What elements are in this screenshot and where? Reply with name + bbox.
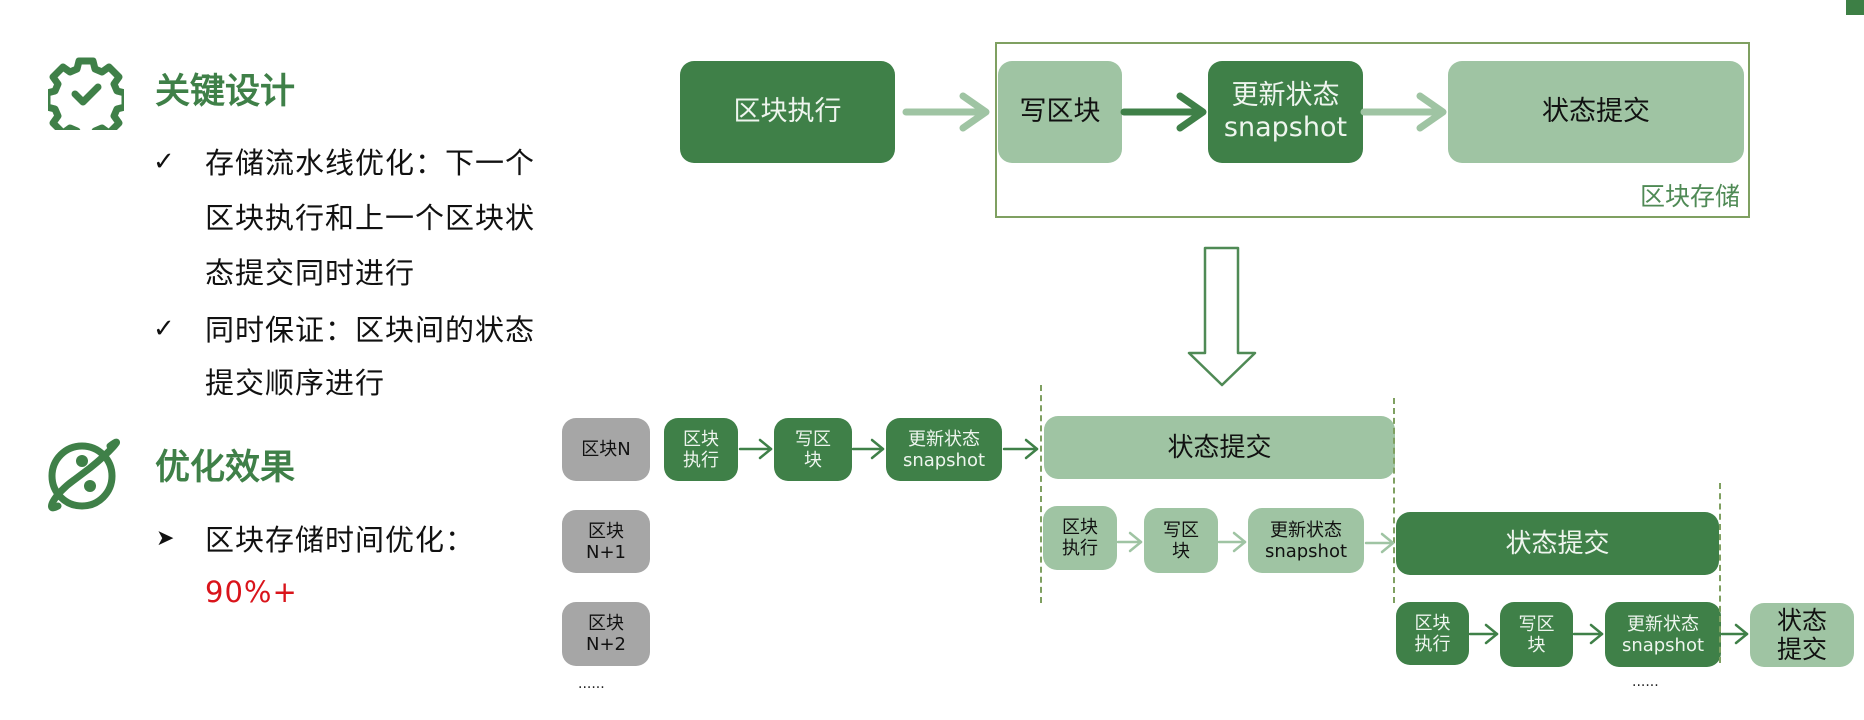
planet-icon	[44, 434, 124, 516]
box-label: 写区块	[1019, 96, 1101, 127]
section-title-optimization-result: 优化效果	[155, 448, 296, 488]
down-arrow-icon	[1187, 246, 1257, 387]
row-n2-write: 写区 块	[1500, 602, 1573, 667]
box-label: 更新状态	[1231, 80, 1340, 111]
box-label: 执行	[1414, 633, 1451, 655]
box-label: snapshot	[1223, 112, 1348, 143]
row-n-commit: 状态提交	[1044, 416, 1395, 479]
corner-accent	[1846, 0, 1864, 15]
bullet-text-line: 提交顺序进行	[205, 366, 386, 400]
block-n1-label: 区块 N+1	[562, 510, 650, 573]
bullet-text-line: 同时保证：区块间的状态	[205, 313, 536, 347]
box-label: 更新状态	[1270, 519, 1342, 541]
box-label: 块	[804, 449, 822, 471]
top-commit-box: 状态提交	[1448, 61, 1744, 163]
box-label: 区块执行	[733, 96, 842, 127]
checkmark-icon: ✓	[153, 314, 175, 344]
box-label: 执行	[683, 449, 719, 471]
row-n2-commit: 状态 提交	[1750, 603, 1854, 667]
row-n-write: 写区 块	[774, 418, 852, 481]
arrow-icon	[1116, 531, 1143, 553]
box-label: 块	[1527, 634, 1546, 656]
ellipsis: ......	[1632, 674, 1659, 690]
box-label: N+1	[586, 541, 626, 563]
arrowhead-icon: ➤	[156, 526, 175, 551]
top-write-box: 写区块	[998, 61, 1122, 163]
top-execute-box: 区块执行	[680, 61, 895, 163]
bullet-text-line: 区块存储时间优化：	[205, 523, 476, 557]
bullet-text-line: 存储流水线优化：下一个	[205, 146, 536, 180]
row-n1-commit: 状态提交	[1396, 512, 1719, 575]
box-label: 区块	[1062, 517, 1098, 538]
box-label: 更新状态	[908, 428, 980, 450]
row-n1-snapshot: 更新状态 snapshot	[1248, 508, 1364, 573]
box-label: 写区	[1518, 613, 1555, 635]
highlight-value: 90%+	[205, 575, 298, 609]
block-storage-label: 区块存储	[1640, 182, 1741, 211]
box-label: 区块	[588, 613, 624, 634]
box-label: 区块	[1414, 612, 1451, 634]
row-n-execute: 区块 执行	[664, 418, 738, 481]
box-label: 区块N	[581, 439, 631, 460]
box-label: 状态提交	[1505, 528, 1610, 559]
box-label: N+2	[586, 634, 626, 655]
box-label: 状态提交	[1167, 432, 1272, 463]
stage-divider	[1393, 398, 1395, 603]
arrow-icon	[1217, 531, 1247, 553]
box-label: 提交	[1776, 635, 1827, 664]
row-n-snapshot: 更新状态 snapshot	[886, 418, 1002, 481]
box-label: snapshot	[1621, 634, 1705, 656]
box-label: 更新状态	[1627, 613, 1699, 635]
box-label: 状态提交	[1542, 96, 1650, 127]
row-n2-execute: 区块 执行	[1396, 602, 1469, 665]
box-label: 块	[1172, 540, 1190, 562]
box-label: 区块	[588, 520, 624, 542]
arrow-icon	[1360, 92, 1447, 132]
arrow-icon	[1364, 532, 1395, 554]
row-n1-write: 写区 块	[1144, 508, 1218, 573]
arrow-icon	[738, 438, 773, 460]
arrow-icon	[902, 92, 990, 132]
box-label: 区块	[683, 428, 719, 450]
block-storage-frame	[995, 42, 1750, 218]
box-label: 写区	[1163, 519, 1199, 541]
bullet-text-line: 态提交同时进行	[205, 256, 416, 290]
arrow-icon	[1002, 438, 1039, 460]
stage-divider	[1040, 385, 1042, 603]
box-label: 写区	[795, 428, 831, 450]
ellipsis: ......	[578, 676, 605, 692]
arrow-icon	[1572, 623, 1604, 645]
section-title-key-design: 关键设计	[155, 72, 296, 112]
bullet-text-line: 区块执行和上一个区块状	[205, 201, 536, 235]
row-n2-snapshot: 更新状态 snapshot	[1605, 602, 1721, 667]
block-n2-label: 区块 N+2	[562, 602, 650, 666]
arrow-icon	[851, 438, 885, 460]
top-snapshot-box: 更新状态 snapshot	[1208, 61, 1363, 163]
box-label: 执行	[1062, 538, 1098, 559]
checkmark-icon: ✓	[153, 147, 175, 177]
arrow-icon	[1720, 623, 1749, 645]
row-n1-execute: 区块 执行	[1043, 506, 1117, 570]
box-label: snapshot	[1264, 540, 1348, 562]
arrow-icon	[1120, 92, 1207, 132]
box-label: 状态	[1776, 606, 1827, 635]
arrow-icon	[1468, 623, 1499, 645]
stage-divider	[1719, 483, 1721, 663]
block-n-label: 区块N	[562, 418, 650, 481]
box-label: snapshot	[902, 449, 986, 471]
